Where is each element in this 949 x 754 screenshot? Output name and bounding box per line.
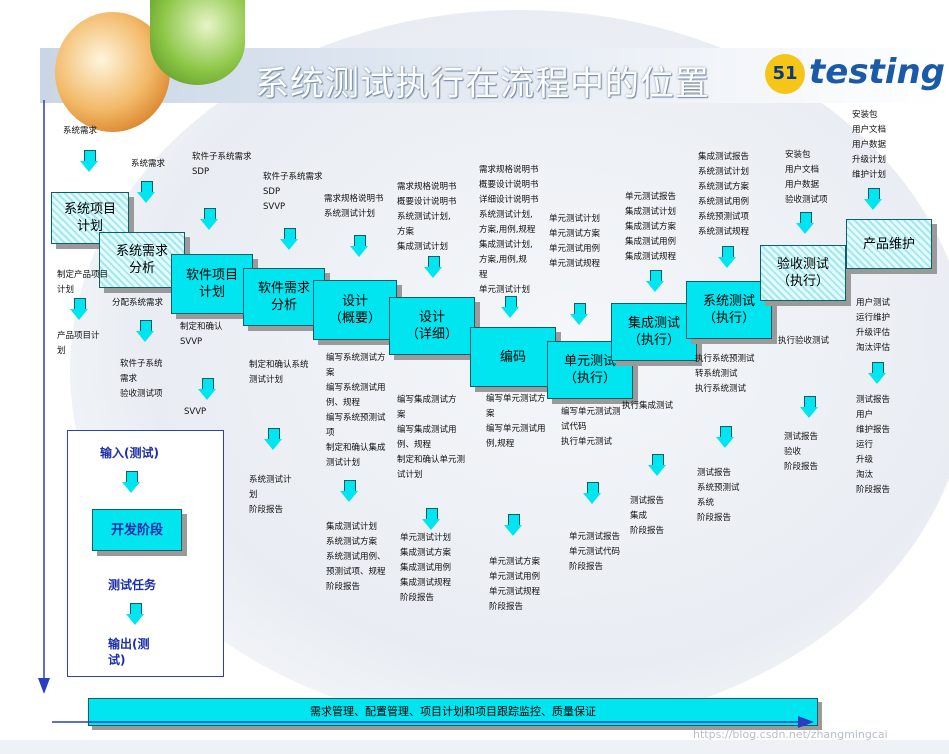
note-task: 制定和确认 SVVP <box>180 322 223 347</box>
note-output: 单元测试计划 集成测试方案 集成测试用例 集成测试规程 阶段报告 <box>400 533 452 603</box>
flow-arrow <box>501 296 519 318</box>
note-task: 编写单元测试方 案 编写单元测试用 例,规程 <box>486 394 546 449</box>
note-output: 软件子系统 需求 验收测试项 <box>120 359 163 399</box>
note-output: SVVP <box>184 407 207 417</box>
note-input: 单元测试报告 集成测试计划 集成测试方案 集成测试用例 集成测试规程 <box>625 192 677 262</box>
note-task: 制定产品项目 计划 <box>57 270 109 295</box>
flow-arrow <box>718 246 736 268</box>
note-task: 执行集成测试 <box>622 401 674 411</box>
note-input: 软件子系统需求 SDP <box>192 152 252 177</box>
note-task: 编写集成测试方 案 编写集成测试用 例、规程 制定和确认单元测 试计划 <box>397 395 466 480</box>
legend-input-label: 输入(测试) <box>100 446 159 460</box>
flow-arrow <box>198 378 216 400</box>
note-input: 安装包 用户文档 用户数据 升级计划 维护计划 <box>852 110 887 180</box>
note-input: 安装包 用户文档 用户数据 验收测试项 <box>785 150 828 205</box>
note-task: 编写系统测试方 案 编写系统测试用 例、规程 编写系统预测试 项 制定和确认集成… <box>326 353 386 468</box>
flow-arrow <box>716 426 734 448</box>
stage-detailed-design: 设计 （详细） <box>389 297 475 355</box>
flow-arrow <box>264 428 282 450</box>
note-task: 制定和确认系统 测试计划 <box>249 360 309 385</box>
stage-system-requirements: 系统需求 分析 <box>99 232 185 288</box>
flow-arrow <box>137 181 155 203</box>
bottom-axis-arrow <box>52 716 814 728</box>
flow-arrow <box>868 362 886 384</box>
logo-wordmark: testing <box>809 52 945 92</box>
brand-logo: 51 testing <box>765 48 945 104</box>
note-output: 测试报告 验收 阶段报告 <box>784 432 819 472</box>
flow-arrow <box>583 482 601 504</box>
flow-arrow <box>796 212 814 234</box>
note-input: 需求规格说明书 概要设计说明书 系统测试计划, 方案 集成测试计划 <box>397 182 457 252</box>
note-input: 系统需求 <box>63 126 98 136</box>
stage-high-level-design: 设计 （概要） <box>313 280 397 340</box>
legend-arrow <box>126 603 144 625</box>
page-title: 系统测试执行在流程中的位置 <box>255 64 710 104</box>
flow-arrow <box>570 303 588 325</box>
note-task: 分配系统需求 <box>112 298 164 308</box>
note-task: 编写单元测试测 试代码 执行单元测试 <box>561 407 621 447</box>
note-output: 测试报告 系统预测试 系统 阶段报告 <box>697 468 740 523</box>
legend-output-label: 输出(测 试) <box>108 637 150 667</box>
note-output: 单元测试方案 单元测试用例 单元测试规程 阶段报告 <box>489 557 541 612</box>
stage-product-maintenance: 产品维护 <box>846 219 932 269</box>
note-input: 系统需求 <box>131 159 166 169</box>
note-task: 执行系统预测试 转系统测试 执行系统测试 <box>695 354 755 394</box>
stage-unit-test: 单元测试 （执行） <box>547 341 633 399</box>
flow-arrow <box>648 454 666 476</box>
flow-arrow <box>422 508 440 530</box>
note-output: 单元测试报告 单元测试代码 阶段报告 <box>569 532 621 572</box>
footer-strip <box>0 740 949 754</box>
legend-arrow <box>122 471 140 493</box>
legend-box: 输入(测试) 开发阶段 测试任务 输出(测 试) <box>67 430 224 677</box>
decorative-globe-photo <box>150 0 245 85</box>
note-input: 软件子系统需求 SDP SVVP <box>263 172 323 212</box>
flow-arrow <box>350 235 368 257</box>
stage-coding: 编码 <box>470 327 556 387</box>
flow-arrow <box>864 188 882 210</box>
note-task: 用户测试 运行维护 升级评估 淘汰评估 <box>856 298 891 353</box>
note-task: 执行验收测试 <box>778 336 830 346</box>
stage-integration-test: 集成测试 （执行） <box>611 303 697 361</box>
note-output: 集成测试计划 系统测试方案 系统测试用例、 预测试项、规程 阶段报告 <box>326 522 386 592</box>
logo-badge: 51 <box>765 54 805 94</box>
note-output: 测试报告 集成 阶段报告 <box>630 496 665 536</box>
stage-system-test: 系统测试 （执行） <box>686 281 772 339</box>
note-input: 需求规格说明书 系统测试计划 <box>324 194 384 219</box>
legend-phase-box: 开发阶段 <box>92 509 182 551</box>
flow-arrow <box>504 514 522 536</box>
flow-arrow <box>70 298 88 320</box>
watermark: https://blog.csdn.net/zhangmingcai <box>693 728 888 741</box>
note-output: 测试报告 用户 维护报告 运行 升级 淘汰 阶段报告 <box>856 395 891 495</box>
stage-software-project-plan: 软件项目 计划 <box>171 254 253 314</box>
note-output: 产品项目计 划 <box>57 331 100 356</box>
note-input: 单元测试计划 单元测试方案 单元测试用例 单元测试规程 <box>549 214 601 269</box>
flow-arrow <box>136 320 154 342</box>
flow-arrow <box>800 396 818 418</box>
note-input: 集成测试报告 系统测试计划 系统测试方案 系统测试用例 系统预测试项 系统测试规… <box>698 152 750 237</box>
note-input: 需求规格说明书 概要设计说明书 详细设计说明书 系统测试计划, 方案,用例,规程… <box>479 165 539 295</box>
flow-arrow <box>200 208 218 230</box>
flow-arrow <box>646 270 664 292</box>
timeline-axis <box>38 100 50 694</box>
flow-arrow <box>280 228 298 250</box>
flow-arrow <box>424 256 442 278</box>
flow-arrow <box>80 150 98 172</box>
note-output: 系统测试计 划 阶段报告 <box>249 475 292 515</box>
stage-acceptance-test: 验收测试 （执行） <box>760 245 846 301</box>
flow-arrow <box>340 480 358 502</box>
legend-task-label: 测试任务 <box>108 578 157 592</box>
